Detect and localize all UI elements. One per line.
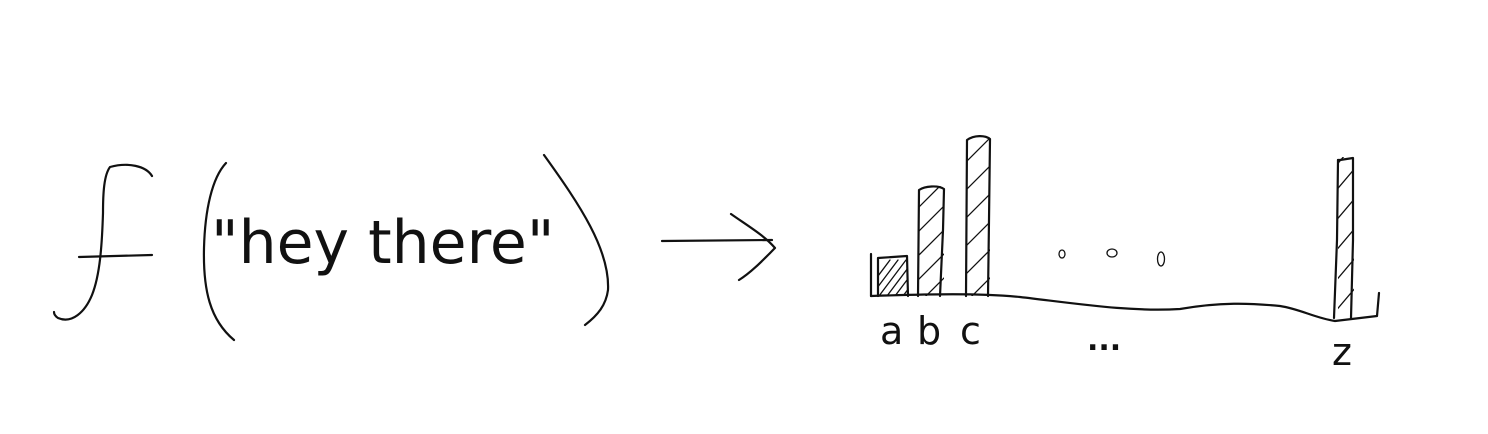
label-a: a	[880, 309, 903, 353]
bar-z	[1332, 156, 1355, 320]
label-c: c	[960, 309, 981, 353]
histogram-output: a b c ... z	[869, 135, 1381, 374]
label-ellipsis: ...	[1087, 323, 1121, 358]
input-string: "hey there"	[211, 208, 554, 278]
bar-a	[876, 254, 910, 298]
bar-c	[964, 135, 992, 298]
left-parenthesis	[202, 161, 236, 342]
ellipsis-dot	[1106, 248, 1118, 258]
ellipsis-dot	[1058, 249, 1066, 259]
right-parenthesis	[542, 153, 610, 327]
bar-b	[916, 185, 946, 298]
function-f-symbol	[52, 163, 154, 321]
ellipsis-dot	[1156, 251, 1166, 267]
maps-to-arrow	[660, 212, 777, 282]
label-z: z	[1332, 330, 1352, 374]
label-b: b	[917, 309, 941, 353]
